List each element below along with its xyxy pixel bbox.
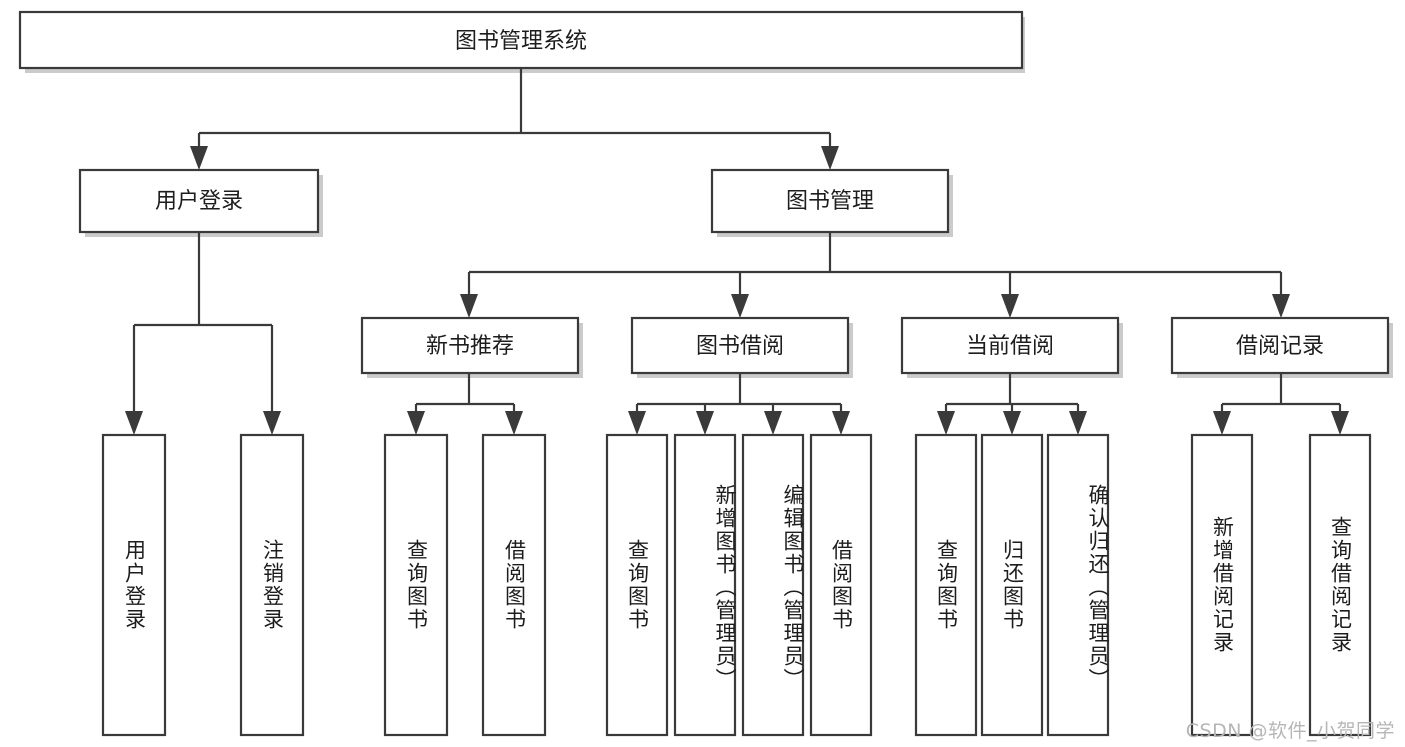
node-root[interactable]: [18, 10, 1024, 70]
leaf-current-borrow-confirm[interactable]: [1046, 433, 1110, 737]
arrowhead-bb-l3: [764, 411, 782, 435]
leaf-new-books-query[interactable]: [383, 433, 449, 737]
leaf-book-borrow-add[interactable]: [673, 433, 737, 737]
connectors: [125, 68, 1349, 435]
arrowhead-nb-l1: [407, 411, 425, 435]
arrowhead-cb-l2: [1003, 411, 1021, 435]
label-user-login: 用户登录: [155, 189, 243, 214]
horizontal-labels: 图书管理系统 用户登录 图书管理 新书推荐 图书借阅 当前借阅 借阅记录: [155, 29, 1324, 359]
label-new-books: 新书推荐: [426, 334, 514, 359]
arrowhead-book-borrow: [731, 294, 749, 318]
node-borrow-record[interactable]: [1170, 316, 1390, 375]
csdn-watermark: CSDN @软件_小贺同学: [1185, 720, 1395, 742]
arrowhead-ul-leaf1: [125, 411, 143, 435]
label-current-borrow: 当前借阅: [966, 334, 1054, 359]
arrowhead-user-login: [190, 146, 208, 170]
node-new-books[interactable]: [360, 316, 580, 375]
arrowhead-cb-l3: [1069, 411, 1087, 435]
node-boxes: [18, 10, 1390, 737]
node-current-borrow[interactable]: [900, 316, 1120, 375]
leaf-book-borrow-borrow[interactable]: [809, 433, 873, 737]
node-book-borrow[interactable]: [630, 316, 850, 375]
node-book-manage[interactable]: [710, 168, 950, 234]
label-book-manage: 图书管理: [786, 189, 874, 214]
leaf-current-borrow-query[interactable]: [914, 433, 978, 737]
arrowhead-br-l2: [1331, 411, 1349, 435]
arrowhead-book-manage: [821, 146, 839, 170]
leaf-user-login-login[interactable]: [101, 433, 167, 737]
leaf-user-login-logout[interactable]: [239, 433, 305, 737]
label-root: 图书管理系统: [455, 29, 587, 54]
leaf-borrow-record-add[interactable]: [1190, 433, 1254, 737]
arrowhead-ul-leaf2: [263, 411, 281, 435]
arrowhead-br-l1: [1213, 411, 1231, 435]
label-book-borrow: 图书借阅: [696, 334, 784, 359]
leaf-new-books-borrow[interactable]: [481, 433, 547, 737]
arrowhead-new-books: [460, 294, 478, 318]
node-user-login[interactable]: [78, 168, 320, 234]
arrowhead-current-borrow: [1001, 294, 1019, 318]
leaf-book-borrow-edit[interactable]: [741, 433, 805, 737]
arrowhead-borrow-record: [1272, 294, 1290, 318]
arrowhead-cb-l1: [937, 411, 955, 435]
arrowhead-bb-l4: [832, 411, 850, 435]
label-borrow-record: 借阅记录: [1236, 334, 1324, 359]
arrowhead-nb-l2: [505, 411, 523, 435]
arrowhead-bb-l2: [696, 411, 714, 435]
leaf-current-borrow-return[interactable]: [980, 433, 1044, 737]
arrowhead-bb-l1: [628, 411, 646, 435]
leaf-book-borrow-query[interactable]: [605, 433, 669, 737]
leaf-borrow-record-query[interactable]: [1308, 433, 1372, 737]
